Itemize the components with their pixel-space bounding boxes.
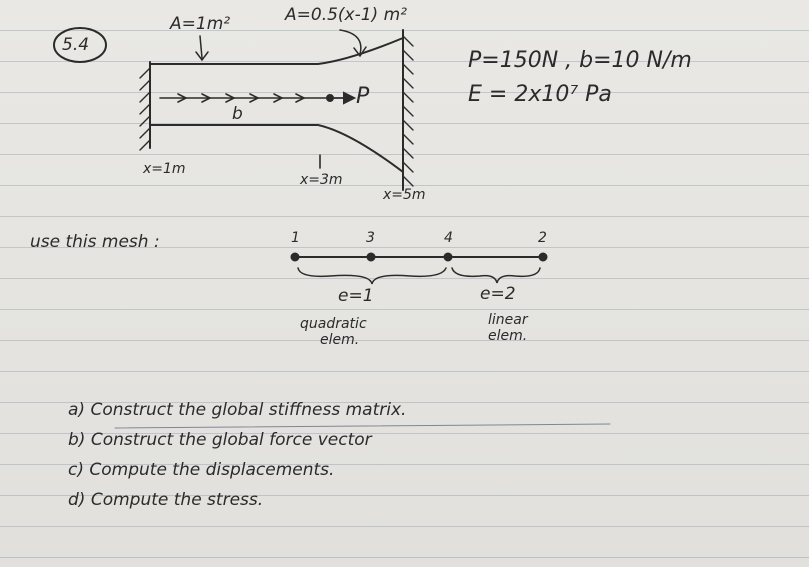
question-c: c) Compute the displacements.: [68, 460, 335, 480]
mesh-node-1: 1: [291, 230, 300, 246]
load-p-label: P=150N , b=10 N/m: [468, 48, 692, 73]
mesh-node-1-dot: [290, 252, 300, 262]
left-wall-hatch: [139, 67, 151, 151]
question-rule: [114, 423, 611, 429]
x5-label: x=5m: [383, 187, 426, 203]
area-var-pointer: [339, 29, 362, 55]
point-load-dot: [326, 94, 334, 102]
element-2-type: linear: [488, 312, 528, 328]
point-load-label: P: [356, 84, 370, 109]
point-load-arrowhead: [343, 91, 357, 105]
question-b: b) Construct the global force vector: [68, 430, 372, 450]
x3-label: x=3m: [300, 172, 343, 188]
right-wall-hatch: [402, 35, 414, 187]
mesh-node-3: 3: [366, 230, 375, 246]
mesh-node-2: 2: [538, 230, 547, 246]
distributed-load-arrows: [159, 93, 331, 103]
x1-label: x=1m: [143, 161, 186, 177]
element-1-type-2: elem.: [320, 332, 360, 348]
element-2-type-2: elem.: [488, 328, 528, 344]
mesh-node-2-dot: [538, 252, 548, 262]
bar-top-edge: [149, 37, 404, 65]
modulus-label: E = 2x10⁷ Pa: [468, 82, 612, 107]
element-1-label: e=1: [338, 286, 374, 306]
area-variable-label: A=0.5(x-1) m²: [285, 5, 407, 25]
mesh-caption: use this mesh :: [30, 232, 160, 252]
distributed-load-label: b: [232, 104, 243, 124]
bar-bottom-edge: [149, 124, 404, 173]
question-a: a) Construct the global stiffness matrix…: [68, 400, 407, 420]
problem-number: 5.4: [62, 35, 90, 55]
question-d: d) Compute the stress.: [68, 490, 264, 510]
element-2-label: e=2: [480, 284, 516, 304]
element-2-brace: [451, 267, 541, 284]
element-1-type: quadratic: [300, 316, 367, 332]
area-left-pointer: [199, 35, 203, 59]
mesh-node-4: 4: [444, 230, 453, 246]
mesh-node-3-dot: [366, 252, 376, 262]
element-1-brace: [297, 267, 447, 285]
mesh-node-4-dot: [443, 252, 453, 262]
area-left-label: A=1m²: [170, 14, 231, 34]
problem-number-circle: [53, 27, 107, 63]
